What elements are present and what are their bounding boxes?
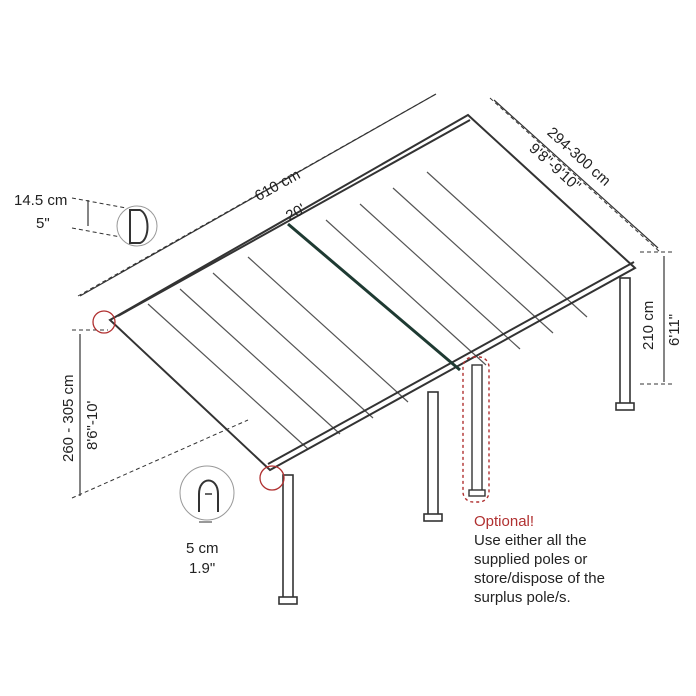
rear-height-ft-label: 8'6"-10' <box>84 400 101 450</box>
optional-post <box>462 356 490 503</box>
roof-panels <box>147 171 588 450</box>
post-in-label: 1.9" <box>189 560 216 577</box>
posts <box>278 277 635 605</box>
note-line: store/dispose of the <box>474 570 605 587</box>
note-line: surplus pole/s. <box>474 589 571 606</box>
post-cm-label: 5 cm <box>186 540 219 557</box>
optional-note: Optional! Use either all the supplied po… <box>474 512 605 607</box>
gutter-cm-label: 14.5 cm <box>14 192 68 209</box>
note-line: supplied poles or <box>474 551 588 568</box>
gutter-callout <box>92 310 116 334</box>
front-height-cm-label: 210 cm <box>640 300 657 350</box>
note-title: Optional! <box>474 513 535 530</box>
note-line: Use either all the <box>474 532 587 549</box>
front-height-ft-label: 6'11" <box>666 313 683 346</box>
gutter-in-label: 5" <box>36 215 50 232</box>
center-divider <box>287 222 461 372</box>
post-callout <box>259 465 285 491</box>
gutter-detail <box>116 205 158 247</box>
post-detail <box>179 465 235 523</box>
rear-height-cm-label: 260 - 305 cm <box>60 374 77 462</box>
dimension-arrows <box>79 93 665 496</box>
